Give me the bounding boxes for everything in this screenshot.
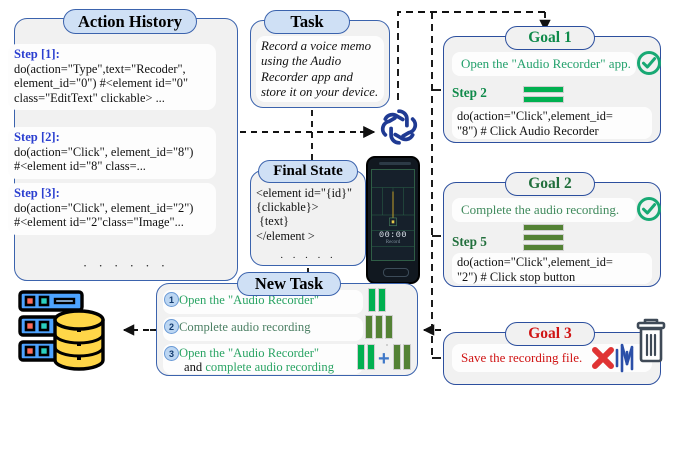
new-task-row-3-bar-2 <box>367 344 375 370</box>
phone-home-button[interactable] <box>383 268 409 277</box>
new-task-row-3-number: 3 <box>164 346 179 361</box>
goal-2-bar-2 <box>523 234 564 241</box>
action-step-2: Step [2]: do(action="Click", element_id=… <box>8 127 216 179</box>
action-step-3: Step [3]: do(action="Click", element_id=… <box>8 183 216 235</box>
new-task-row-3-and: and <box>184 360 206 374</box>
goal-1-check-circle-icon <box>636 50 662 76</box>
action-step-2-label: Step [2]: <box>14 130 60 144</box>
goal-1-description: Open the "Audio Recorder" app. <box>452 52 636 76</box>
new-task-row-2-number: 2 <box>164 319 179 334</box>
goal-3-red-x-icon <box>589 344 617 372</box>
goal-1-bar-2 <box>523 96 564 103</box>
final-state-title: Final State <box>258 160 358 183</box>
new-task-row-2-text: Complete audio recording <box>179 320 311 334</box>
action-history-ellipsis: · · · · · · <box>82 258 170 273</box>
task-text: Record a voice memo using the Audio Reco… <box>256 36 384 102</box>
new-task-row-3-bar-1 <box>357 344 365 370</box>
action-step-2-code: do(action="Click", element_id="8") #<ele… <box>14 145 194 174</box>
goal-1-code: do(action="Click",element_id= "8") # Cli… <box>452 107 652 139</box>
goal-2-bar-1 <box>523 224 564 231</box>
final-state-text: <element id="{id}" {clickable}> {text} <… <box>256 186 352 243</box>
new-task-plus-icon: + <box>378 348 390 370</box>
new-task-row-1-bar-2 <box>378 288 386 312</box>
phone-timer: 00:00 <box>378 230 407 240</box>
new-task-row-1-bar-1 <box>368 288 376 312</box>
goal-2-code: do(action="Click",element_id= "2") # Cli… <box>452 253 652 284</box>
goal-3-title: Goal 3 <box>505 322 595 346</box>
goal-1-step-label: Step 2 <box>452 85 487 100</box>
goal-2-check-circle-icon <box>636 196 662 222</box>
new-task-row-3-bar-3 <box>393 344 401 370</box>
action-step-1-label: Step [1]: <box>14 47 60 61</box>
new-task-row-2-bar-3 <box>385 315 393 339</box>
goal-2-bar-3 <box>523 244 564 251</box>
action-step-3-label: Step [3]: <box>14 186 60 200</box>
final-state-ellipsis: · · · · · <box>279 252 337 264</box>
openai-logo <box>376 104 422 150</box>
goal-2-title: Goal 2 <box>505 172 595 196</box>
phone-speaker <box>379 162 411 165</box>
goal-2-step-label: Step 5 <box>452 234 487 249</box>
goal-1-title: Goal 1 <box>505 26 595 50</box>
server-database-icon <box>14 288 122 376</box>
action-step-3-code: do(action="Click", element_id="2") #<ele… <box>14 201 194 230</box>
goal-3-description: Save the recording file. <box>452 344 652 372</box>
new-task-title: New Task <box>237 272 341 296</box>
action-step-1: Step [1]: do(action="Type",text="Recoder… <box>8 44 216 110</box>
new-task-row-3-tail: complete audio recording <box>205 360 335 374</box>
goal-1-bar-1 <box>523 86 564 93</box>
goal-2-description: Complete the audio recording. <box>452 198 636 222</box>
new-task-row-3 <box>163 344 363 374</box>
new-task-row-1-text: Open the "Audio Recorder" <box>179 293 320 307</box>
new-task-row-3-spacer <box>386 344 388 346</box>
phone-screen: 00:00 Record <box>371 169 415 261</box>
new-task-row-3-bar-4 <box>403 344 411 370</box>
phone-mockup: 00:00 Record <box>366 156 420 284</box>
new-task-row-1-number: 1 <box>164 292 179 307</box>
task-title: Task <box>264 10 350 34</box>
action-history-title: Action History <box>63 9 197 34</box>
new-task-row-3-text: Open the "Audio Recorder" <box>179 346 320 360</box>
trash-bin-icon <box>632 316 670 366</box>
action-step-1-code: do(action="Type",text="Recoder", element… <box>14 62 189 105</box>
new-task-row-3-text-2: and complete audio recording <box>184 360 334 375</box>
new-task-row-2-bar-2 <box>375 315 383 339</box>
goal-3-waveform-icon <box>613 341 639 375</box>
new-task-row-2 <box>163 317 363 341</box>
new-task-row-2-bar-1 <box>365 315 373 339</box>
phone-record-label: Record <box>385 240 401 245</box>
